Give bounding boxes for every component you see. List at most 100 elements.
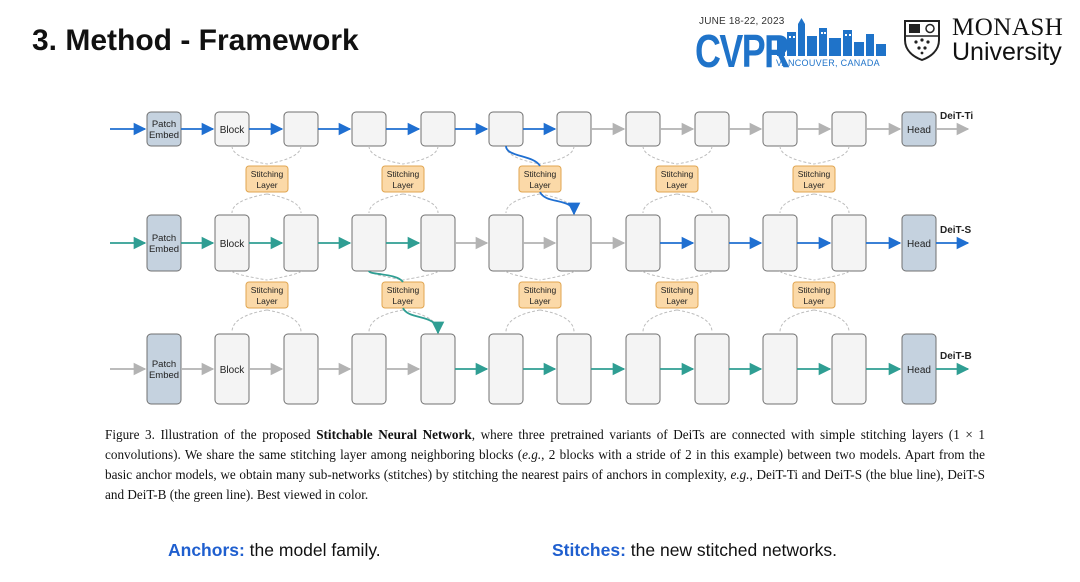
row-1-block-7: [625, 111, 661, 147]
stitching-layer: [245, 281, 289, 309]
row-1-model-name: DeiT-Ti: [940, 111, 973, 122]
monash-name: MONASH: [952, 14, 1064, 41]
row-2-model-name: DeiT-S: [940, 225, 971, 236]
monash-sub: University: [952, 38, 1062, 66]
row-2-block-9: [762, 214, 798, 272]
row-1-block-3: [351, 111, 387, 147]
stitch-connector: [368, 193, 404, 214]
stitching-layer-label-1: Stitching: [661, 169, 694, 179]
row-2-block-label: Block: [220, 239, 245, 250]
row-3-model-name: DeiT-B: [940, 351, 972, 362]
row-1-block-5: [488, 111, 524, 147]
stitching-layer-label-1: Stitching: [798, 169, 831, 179]
row-3-block-2: [283, 333, 319, 405]
row-2-block-7: [625, 214, 661, 272]
stitching-layer-label-2: Layer: [256, 296, 277, 306]
stitch-connector: [231, 270, 268, 281]
stitch-connector: [402, 193, 439, 214]
stitch-connector: [266, 145, 302, 165]
row-2-block-2: [283, 214, 319, 272]
stitch-connector: [539, 193, 575, 214]
stitching-layer: [381, 165, 425, 193]
stitch-connector: [231, 193, 268, 214]
stitch-connector: [266, 193, 302, 214]
row-3-embed-label-2: Embed: [149, 370, 179, 381]
stitch-connector: [813, 193, 850, 214]
caption-eg-2: e.g.: [730, 467, 750, 482]
stitch-connector: [779, 270, 815, 281]
row-3-head-label: Head: [907, 365, 931, 376]
row-2-block-4: [420, 214, 456, 272]
stitches-note: Stitches: the new stitched networks.: [552, 540, 837, 561]
shield-crest-icon: [904, 20, 940, 62]
stitching-layer: [792, 165, 836, 193]
row-3-embed-label-1: Patch: [152, 359, 176, 370]
slide-title: 3. Method - Framework: [32, 24, 359, 57]
stitch-connector: [642, 145, 678, 165]
row-3-block-7: [625, 333, 661, 405]
caption-part-2: , where three pretrained variants of Dei…: [105, 427, 985, 462]
stitch-connector: [231, 309, 268, 333]
stitch-connector: [642, 309, 678, 333]
stitching-layer-label-1: Stitching: [798, 285, 831, 295]
row-2-block-8: [694, 214, 730, 272]
stitching-layer-label-2: Layer: [392, 180, 413, 190]
cvpr-city: VANCOUVER, CANADA: [776, 58, 880, 68]
stitch-connector: [505, 309, 541, 333]
row-3-block-label: Block: [220, 365, 245, 376]
stitch-connector: [676, 145, 713, 165]
stitch-connector: [813, 270, 850, 281]
row-2-embed-label-1: Patch: [152, 233, 176, 244]
stitching-layer-label-1: Stitching: [387, 285, 420, 295]
stitch-connector: [539, 270, 575, 281]
row-3-block-8: [694, 333, 730, 405]
row-2-embed-label-2: Embed: [149, 244, 179, 255]
row-2-block-3: [351, 214, 387, 272]
row-3-block-4: [420, 333, 456, 405]
green-stitch-path-top: [368, 270, 404, 283]
stitch-connector: [368, 309, 404, 333]
stitching-layer-label-2: Layer: [529, 180, 550, 190]
stitching-layer-label-1: Stitching: [524, 169, 557, 179]
stitch-connector: [676, 270, 713, 281]
caption-eg-1: e.g.: [522, 447, 542, 462]
stitching-layer: [518, 281, 562, 309]
stitching-layer-label-2: Layer: [666, 296, 687, 306]
anchors-label: Anchors:: [168, 540, 245, 560]
stitch-connector: [368, 145, 404, 165]
monash-logo: MONASH University: [902, 14, 1072, 74]
stitch-connector: [539, 145, 575, 165]
cvpr-logo: JUNE 18-22, 2023 CVPR VANCOUVER, CANADA: [695, 14, 895, 77]
stitch-connector: [505, 270, 541, 281]
stitch-connector: [402, 145, 439, 165]
stitch-connector: [642, 270, 678, 281]
row-1-block-6: [556, 111, 592, 147]
skyline-icon: [777, 18, 886, 56]
row-1-block-4: [420, 111, 456, 147]
stitching-layer-label-2: Layer: [803, 296, 824, 306]
caption-prefix: Figure 3. Illustration of the proposed: [105, 427, 317, 442]
stitches-text: the new stitched networks.: [625, 540, 837, 560]
anchors-note: Anchors: the model family.: [168, 540, 381, 561]
stitch-connector: [402, 270, 439, 281]
row-3-block-5: [488, 333, 524, 405]
stitching-layer-label-1: Stitching: [524, 285, 557, 295]
stitch-connector: [779, 193, 815, 214]
blue-stitch-path-bottom: [539, 191, 581, 216]
stitch-connector: [266, 309, 302, 333]
stitching-layer-label-2: Layer: [392, 296, 413, 306]
stitch-connector: [676, 193, 713, 214]
row-1-embed-label-2: Embed: [149, 130, 179, 141]
stitching-layer-label-1: Stitching: [251, 169, 284, 179]
stitch-connector: [779, 309, 815, 333]
cvpr-wordmark: CVPR: [695, 25, 790, 77]
stitching-layer: [245, 165, 289, 193]
row-1-embed-label-1: Patch: [152, 119, 176, 130]
caption-part-3: , 2 blocks with a stride of 2 in this ex…: [105, 447, 985, 482]
stitching-layer-label-2: Layer: [666, 180, 687, 190]
row-1-block-label: Block: [220, 125, 245, 136]
blue-stitch-path-top: [505, 145, 541, 167]
stitch-connector: [266, 270, 302, 281]
stitching-layer-label-2: Layer: [256, 180, 277, 190]
stitch-connector: [505, 193, 541, 214]
